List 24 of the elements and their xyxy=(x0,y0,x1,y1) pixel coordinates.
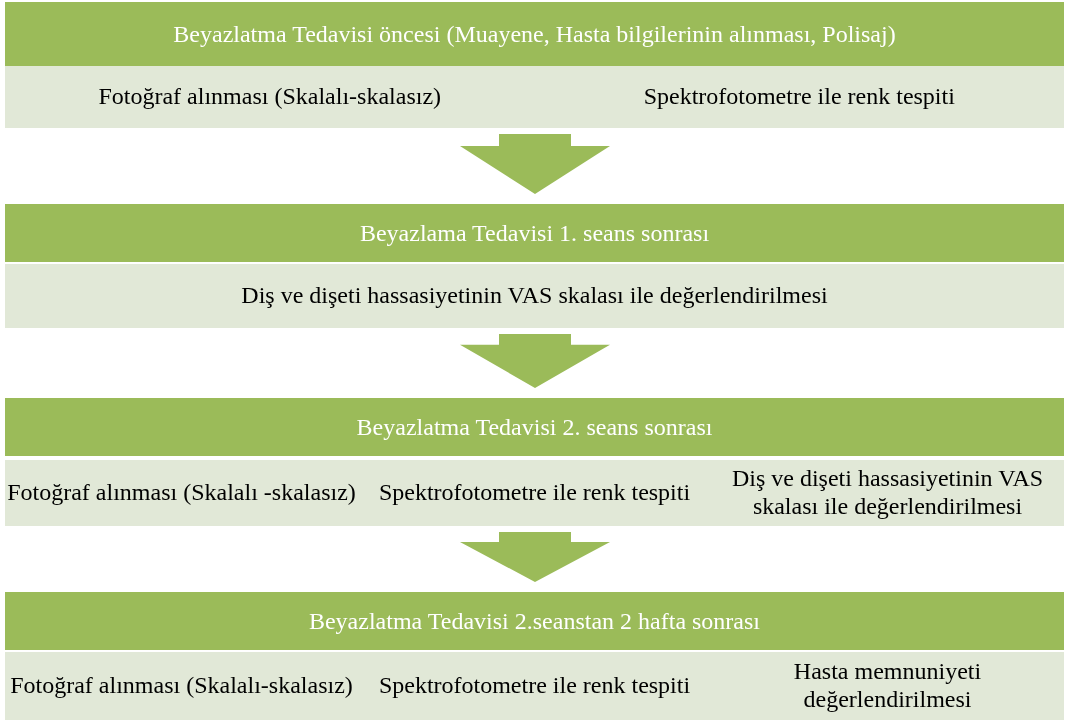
step-text: Diş ve dişeti hassasiyetinin VAS skalası ile değerlendirilmesi xyxy=(730,465,1045,521)
stage-header-band xyxy=(5,592,1064,650)
step-band xyxy=(5,652,1064,720)
step-band xyxy=(5,66,1064,128)
step-text: Diş ve dişeti hassasiyetinin VAS skalası ile değerlendirilmesi xyxy=(240,282,829,310)
step-text: Fotoğraf alınması (Skalalı-skalasız) xyxy=(97,83,443,111)
stage-title: Beyazlama Tedavisi 1. seans sonrası xyxy=(359,219,710,247)
stage-title: Beyazlatma Tedavisi 2.seanstan 2 hafta sonrası xyxy=(308,607,761,635)
step-band xyxy=(5,460,1064,526)
stage-title: Beyazlatma Tedavisi öncesi (Muayene, Hasta bilgilerinin alınması, Polisaj) xyxy=(173,20,896,48)
down-arrow xyxy=(460,134,610,194)
step-text: Fotoğraf alınması (Skalalı -skalasız) xyxy=(6,479,357,507)
step-text: Hasta memnuniyeti değerlendirilmesi xyxy=(792,658,983,714)
step-text: Spektrofotometre ile renk tespiti xyxy=(642,83,956,111)
step-text: Spektrofotometre ile renk tespiti xyxy=(377,479,692,507)
stage-header-band xyxy=(5,398,1064,456)
down-arrow xyxy=(460,334,610,388)
stage-header-band xyxy=(5,2,1064,66)
step-text: Spektrofotometre ile renk tespiti xyxy=(377,672,692,700)
step-text: Fotoğraf alınması (Skalalı-skalasız) xyxy=(9,672,354,700)
step-band xyxy=(5,264,1064,328)
stage-header-band xyxy=(5,204,1064,262)
down-arrow xyxy=(460,532,610,582)
stage-title: Beyazlatma Tedavisi 2. seans sonrası xyxy=(356,413,713,441)
